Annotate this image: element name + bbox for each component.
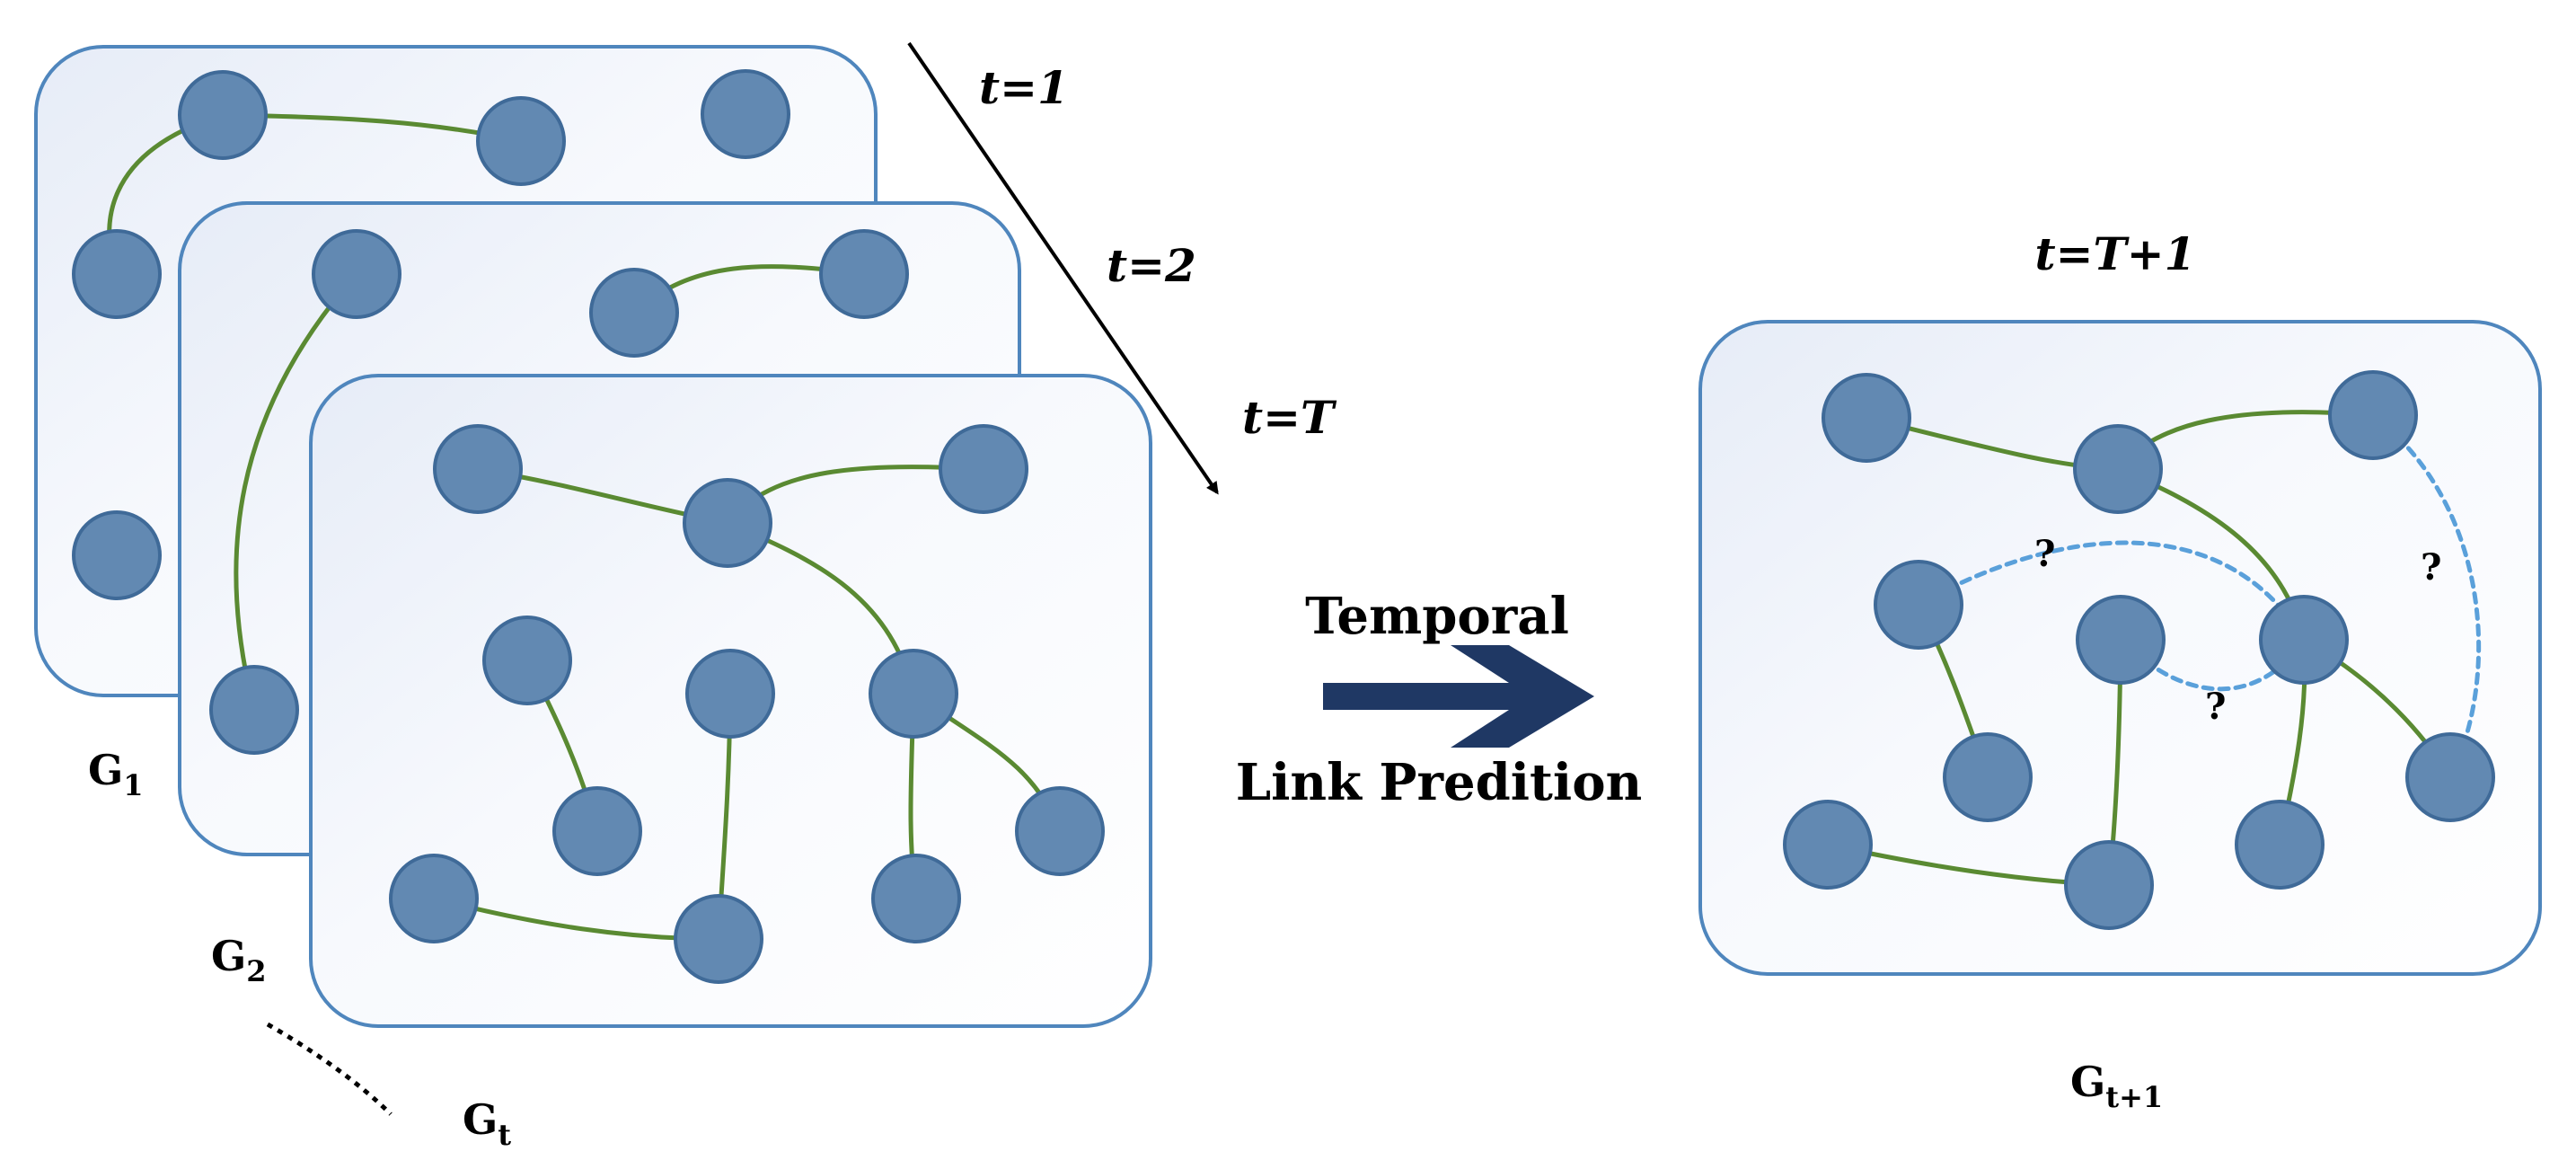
graph-node	[589, 268, 679, 358]
graph-node	[2328, 370, 2418, 460]
caption-link-prediction: Link Predition	[1236, 753, 1643, 812]
graph-node	[1783, 800, 1873, 890]
graph-node	[312, 229, 401, 319]
graph-node	[701, 69, 790, 159]
label-g1: G1	[88, 746, 144, 802]
caption-temporal: Temporal	[1305, 587, 1569, 646]
graph-node	[871, 854, 961, 943]
graph-node	[433, 424, 523, 514]
snapshot-predicted: t=T+1 ? ? ? Gt+1	[1698, 227, 2542, 1114]
graph-node	[939, 424, 1028, 514]
time-label-t1: t=1	[979, 61, 1069, 114]
graph-node	[389, 854, 479, 943]
prediction-mark: ?	[2034, 533, 2055, 575]
prediction-arrow-icon	[1323, 645, 1594, 748]
label-gt1: Gt+1	[2070, 1058, 2163, 1114]
graph-node	[1943, 732, 2033, 822]
label-gt: Gt	[463, 1095, 511, 1152]
graph-node	[2064, 840, 2154, 930]
prediction-arrow-group: Temporal Link Predition	[1236, 587, 1643, 812]
graph-node	[2235, 800, 2325, 890]
graph-node	[869, 649, 958, 739]
graph-node	[2076, 595, 2166, 685]
snapshot-labels: G1 G2 Gt	[88, 746, 511, 1152]
graph-node	[482, 615, 572, 705]
graph-node	[72, 510, 162, 600]
predicted-edge	[2370, 412, 2482, 780]
graph-node	[1874, 560, 1963, 650]
graph-node	[683, 478, 772, 568]
graph-node	[552, 786, 642, 876]
graph-node	[178, 70, 268, 160]
time-label-t2: t=2	[1107, 239, 1196, 292]
time-axis: t=1 t=2 t=T	[907, 41, 1337, 495]
graph-node	[2259, 595, 2349, 685]
graph-node	[674, 894, 763, 984]
graph-node	[72, 229, 162, 319]
graph-node	[2405, 732, 2495, 822]
prediction-mark: ?	[2205, 686, 2226, 728]
ellipsis-dots	[266, 1022, 393, 1116]
graph-node	[476, 96, 566, 186]
graph-node	[2073, 424, 2163, 514]
edge	[234, 271, 359, 713]
graph-node	[685, 649, 775, 739]
snapshot-gt	[309, 374, 1152, 1028]
time-label-tT1: t=T+1	[2035, 227, 2196, 280]
time-label-tT: t=T	[1242, 391, 1337, 444]
graph-node	[209, 665, 299, 755]
graph-node	[819, 229, 909, 319]
graph-node	[1015, 786, 1105, 876]
label-g2: G2	[211, 932, 267, 988]
prediction-mark: ?	[2421, 546, 2441, 589]
graph-node	[1822, 373, 1911, 463]
predicted-edge	[1916, 540, 2307, 642]
time-arrow	[907, 41, 1219, 495]
